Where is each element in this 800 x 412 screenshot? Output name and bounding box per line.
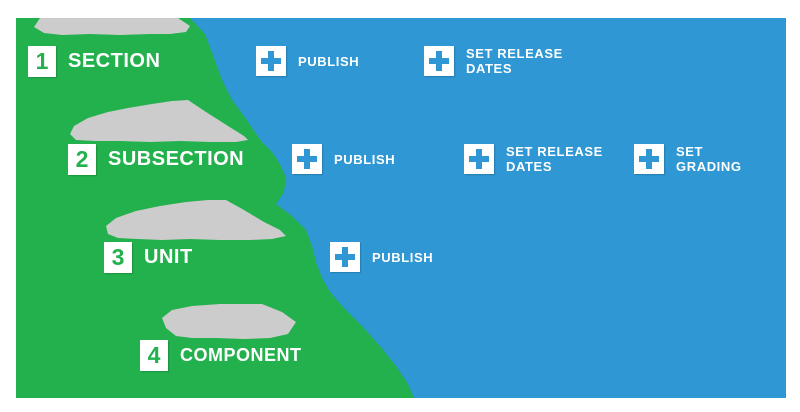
action-subsection-set-grading[interactable]: SET GRADING — [634, 144, 742, 174]
action-label-set-release-dates: SET RELEASE DATES — [506, 144, 603, 174]
plus-icon[interactable] — [424, 46, 454, 76]
tier-number-badge-3: 3 — [104, 242, 132, 273]
plus-icon[interactable] — [292, 144, 322, 174]
tier-row-section[interactable]: 1 SECTION — [28, 46, 160, 77]
tier-label-section: SECTION — [68, 50, 161, 72]
tier-label-subsection: SUBSECTION — [108, 148, 245, 170]
action-label-line1: SET RELEASE — [466, 46, 563, 61]
tier-number-badge-2: 2 — [68, 144, 96, 175]
tier-label-unit: UNIT — [144, 246, 193, 268]
action-label-line1: SET RELEASE — [506, 144, 603, 159]
tier-row-unit[interactable]: 3 UNIT — [104, 242, 193, 273]
action-label-publish: PUBLISH — [298, 53, 360, 69]
action-unit-publish[interactable]: PUBLISH — [330, 242, 433, 272]
action-label-line1: SET — [676, 144, 704, 159]
plus-icon[interactable] — [256, 46, 286, 76]
tier-number-badge-4: 4 — [140, 340, 168, 371]
action-section-publish[interactable]: PUBLISH — [256, 46, 359, 76]
plus-icon[interactable] — [330, 242, 360, 272]
tier-number-badge-1: 1 — [28, 46, 56, 77]
action-label-set-release-dates: SET RELEASE DATES — [466, 46, 563, 76]
action-label-line2: DATES — [466, 61, 513, 76]
plus-icon[interactable] — [634, 144, 664, 174]
action-label-publish: PUBLISH — [334, 151, 396, 167]
action-label-set-grading: SET GRADING — [676, 144, 742, 174]
tier-row-component[interactable]: 4 COMPONENT — [140, 340, 302, 371]
tier-label-component: COMPONENT — [180, 345, 302, 365]
tier-row-subsection[interactable]: 2 SUBSECTION — [68, 144, 244, 175]
connector-unit-to-component-gray — [162, 304, 296, 339]
action-subsection-set-release-dates[interactable]: SET RELEASE DATES — [464, 144, 603, 174]
connector-top-gray — [34, 18, 190, 35]
action-label-line2: GRADING — [676, 159, 742, 174]
action-section-set-release-dates[interactable]: SET RELEASE DATES — [424, 46, 563, 76]
action-subsection-publish[interactable]: PUBLISH — [292, 144, 395, 174]
connector-section-to-subsection-gray — [70, 100, 248, 142]
plus-icon[interactable] — [464, 144, 494, 174]
action-label-publish: PUBLISH — [372, 249, 434, 265]
connector-subsection-to-unit-gray — [106, 200, 286, 240]
action-label-line2: DATES — [506, 159, 553, 174]
